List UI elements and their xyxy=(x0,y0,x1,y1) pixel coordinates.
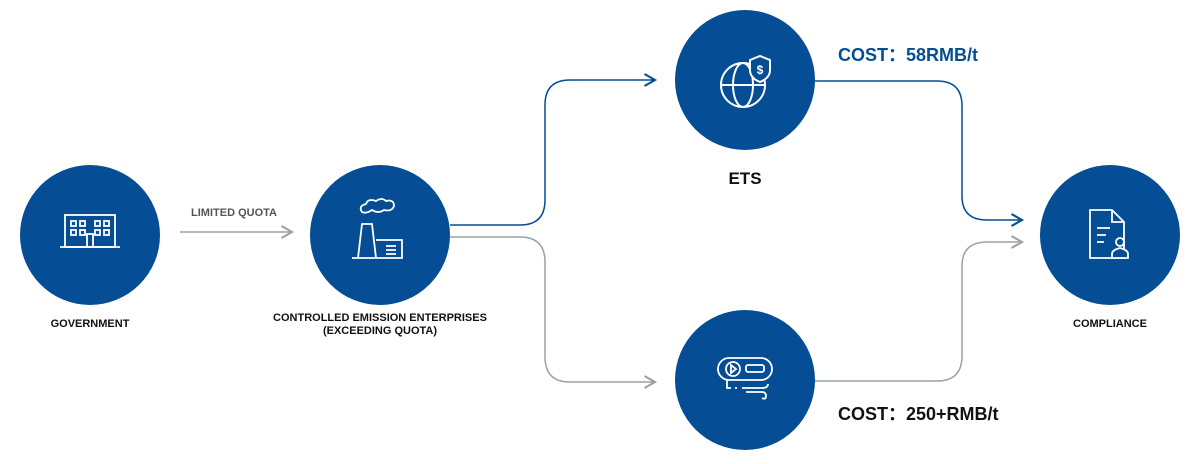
globe-shield-dollar-icon: $ xyxy=(720,54,771,108)
enterprises-node xyxy=(310,165,450,305)
alternative-cost-label: COST：250+RMB/t xyxy=(838,404,999,424)
path-to-ets xyxy=(450,73,658,226)
building-icon xyxy=(60,214,120,248)
svg-text:$: $ xyxy=(757,63,764,77)
ets-node: $ xyxy=(675,10,815,150)
compliance-node xyxy=(1040,165,1180,305)
government-node xyxy=(20,165,160,305)
ets-label: ETS xyxy=(728,169,762,188)
alternative-node xyxy=(675,310,815,450)
path-to-alternative xyxy=(450,236,658,389)
ets-cost-label: COST：58RMB/t xyxy=(838,45,979,65)
limited-quota-label: LIMITED QUOTA xyxy=(191,207,277,219)
compliance-label: COMPLIANCE xyxy=(1073,318,1147,330)
government-label: GOVERNMENT xyxy=(50,318,130,330)
enterprises-label: CONTROLLED EMISSION ENTERPRISES (EXCEEDI… xyxy=(250,312,510,338)
document-certificate-icon xyxy=(1089,209,1129,259)
enterprises-label-line2: (EXCEEDING QUOTA) xyxy=(322,325,438,337)
factory-icon xyxy=(352,198,403,259)
emission-device-icon xyxy=(717,357,773,400)
path-alternative-to-compliance xyxy=(815,235,1025,382)
path-ets-to-compliance xyxy=(815,80,1025,227)
enterprises-label-line1: CONTROLLED EMISSION ENTERPRISES xyxy=(273,312,487,324)
